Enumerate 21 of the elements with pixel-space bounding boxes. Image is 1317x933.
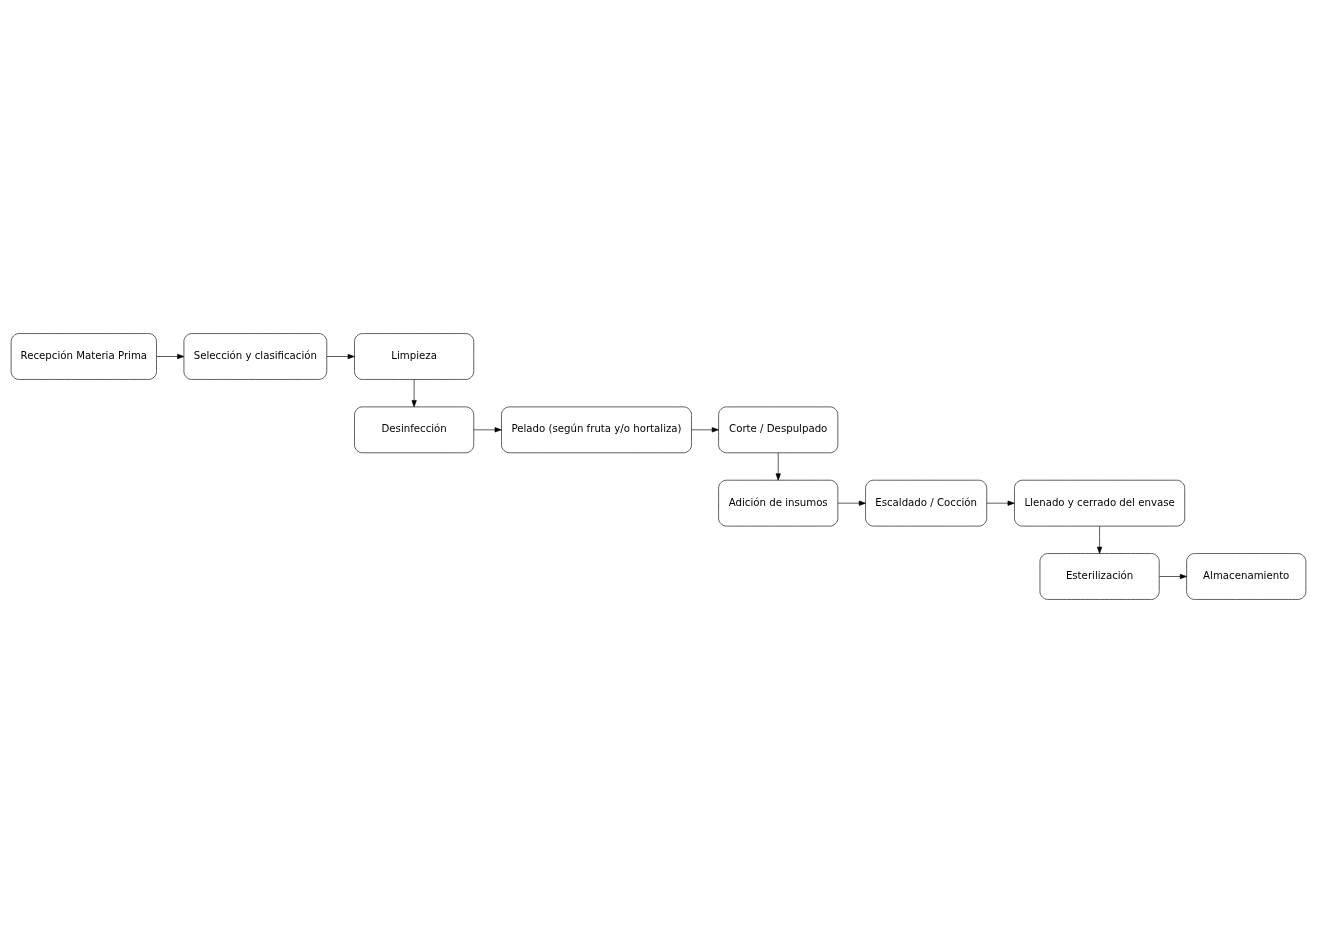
arrow	[411, 379, 417, 408]
node-box: Esterilización	[1039, 553, 1160, 600]
arrow	[837, 500, 866, 506]
arrow	[986, 500, 1015, 506]
node-box: Almacenamiento	[1186, 553, 1307, 600]
node-box: Pelado (según fruta y/o hortaliza)	[501, 406, 692, 454]
arrow	[326, 353, 355, 360]
arrow	[775, 452, 781, 481]
arrow	[473, 427, 502, 433]
node-box: Recepción Materia Prima	[10, 333, 157, 380]
node-box: Selección y clasificación	[183, 333, 328, 380]
node-box: Corte / Despulpado	[718, 406, 839, 454]
arrow	[1097, 525, 1103, 554]
node-box: Llenado y cerrado del envase	[1014, 479, 1186, 527]
node-box: Adición de insumos	[718, 479, 839, 527]
node-box: Escaldado / Cocción	[865, 479, 988, 527]
arrow	[156, 353, 185, 360]
arrow	[1159, 573, 1187, 580]
arrow	[691, 427, 719, 433]
node-box: Limpieza	[354, 333, 475, 380]
node-box: Desinfección	[354, 406, 475, 454]
